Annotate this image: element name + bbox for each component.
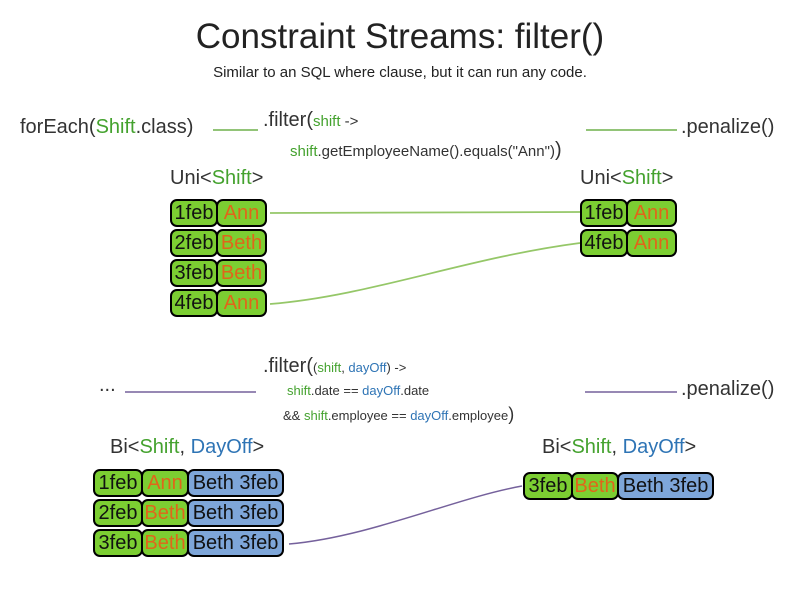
shift-date-cell: 3feb — [93, 529, 143, 557]
code-filter-mid-line2: shift.date == dayOff.date — [287, 383, 429, 398]
shift-employee-cell: Beth — [141, 529, 189, 557]
filter-open: .filter( — [263, 109, 313, 131]
bi-type-shift: Shift — [571, 436, 612, 458]
shift-date-cell: 3feb — [170, 259, 218, 287]
code-filter-top-line2: shift.getEmployeeName().equals("Ann")) — [290, 139, 562, 162]
filter-body-rest: .getEmployeeName().equals("Ann") — [317, 143, 555, 160]
bi-type-dayoff: DayOff — [622, 436, 685, 458]
cond1-var-dayoff: dayOff — [362, 383, 401, 398]
shift-date-cell: 4feb — [170, 289, 218, 317]
shift-employee-cell: Ann — [216, 199, 267, 227]
filter-close-paren: ) — [554, 139, 562, 161]
shift-date-cell: 1feb — [580, 199, 628, 227]
connector-row-4feb — [269, 242, 581, 305]
shift-employee-cell: Ann — [141, 469, 189, 497]
code-foreach: forEach(Shift.class) — [20, 116, 193, 139]
table-bi-source: 1feb Ann Beth 3feb 2feb Beth Beth 3feb 3… — [93, 469, 284, 559]
dayoff-cell: Beth 3feb — [187, 529, 284, 557]
table-uni-shift-filtered: 1feb Ann 4feb Ann — [580, 199, 677, 259]
code-filter-top-line1: .filter(shift -> — [263, 109, 358, 132]
code-ellipsis: ... — [99, 374, 116, 396]
foreach-type: Shift — [95, 116, 136, 138]
shift-employee-cell: Beth — [571, 472, 619, 500]
label-bi-right: Bi<Shift, DayOff> — [542, 436, 696, 459]
table-row: 3feb Beth Beth 3feb — [93, 529, 284, 557]
table-uni-shift-source: 1feb Ann 2feb Beth 3feb Beth 4feb Ann — [170, 199, 267, 319]
uni-open: Uni< — [580, 167, 622, 189]
filter-arrow: -> — [340, 113, 359, 130]
label-uni-left: Uni<Shift> — [170, 167, 263, 190]
filter-open: .filter( — [263, 355, 313, 377]
table-bi-filtered: 3feb Beth Beth 3feb — [523, 472, 714, 502]
shift-employee-cell: Ann — [626, 199, 677, 227]
filter-body-var: shift — [290, 143, 318, 160]
table-row: 1feb Ann — [170, 199, 267, 227]
uni-type: Shift — [211, 167, 252, 189]
bi-open: Bi< — [110, 436, 140, 458]
cond1-var-shift: shift — [287, 383, 311, 398]
bi-close: > — [252, 436, 265, 458]
table-row: 4feb Ann — [170, 289, 267, 317]
slide-subtitle: Similar to an SQL where clause, but it c… — [213, 64, 587, 81]
cond1-end: .date — [400, 383, 430, 398]
paren-open: ( — [313, 360, 318, 375]
table-row: 3feb Beth Beth 3feb — [523, 472, 714, 500]
bi-open: Bi< — [542, 436, 572, 458]
bi-separator: , — [611, 436, 623, 458]
table-row: 3feb Beth — [170, 259, 267, 287]
slide-title: Constraint Streams: filter() — [195, 17, 605, 56]
foreach-close: .class) — [135, 116, 194, 138]
cond1-operator: .date == — [310, 383, 363, 398]
shift-date-cell: 1feb — [93, 469, 143, 497]
table-row: 4feb Ann — [580, 229, 677, 257]
table-row: 2feb Beth Beth 3feb — [93, 499, 284, 527]
shift-date-cell: 2feb — [170, 229, 218, 257]
shift-date-cell: 1feb — [170, 199, 218, 227]
shift-date-cell: 2feb — [93, 499, 143, 527]
table-row: 2feb Beth — [170, 229, 267, 257]
label-uni-right: Uni<Shift> — [580, 167, 673, 190]
shift-employee-cell: Ann — [626, 229, 677, 257]
filter-close-paren: ) — [508, 404, 515, 424]
connector-row-3feb-pair — [288, 485, 523, 545]
bi-close: > — [684, 436, 697, 458]
cond2-end: .employee — [448, 408, 509, 423]
shift-employee-cell: Beth — [216, 229, 267, 257]
uni-close: > — [661, 167, 674, 189]
uni-open: Uni< — [170, 167, 212, 189]
shift-employee-cell: Beth — [141, 499, 189, 527]
code-filter-mid-line1: .filter((shift, dayOff) -> — [263, 355, 406, 378]
bi-type-shift: Shift — [139, 436, 180, 458]
dayoff-cell: Beth 3feb — [187, 469, 284, 497]
label-bi-left: Bi<Shift, DayOff> — [110, 436, 264, 459]
param-separator: , — [341, 360, 349, 375]
table-row: 1feb Ann — [580, 199, 677, 227]
uni-type: Shift — [621, 167, 662, 189]
cond2-and: && — [283, 408, 304, 423]
foreach-open: forEach( — [20, 116, 96, 138]
filter-param-shift: shift — [317, 360, 342, 375]
code-penalize-mid: .penalize() — [681, 378, 775, 400]
bi-separator: , — [179, 436, 191, 458]
shift-date-cell: 3feb — [523, 472, 573, 500]
bi-type-dayoff: DayOff — [190, 436, 253, 458]
dayoff-cell: Beth 3feb — [187, 499, 284, 527]
filter-param: shift — [313, 113, 341, 130]
uni-close: > — [251, 167, 264, 189]
shift-date-cell: 4feb — [580, 229, 628, 257]
connector-row-1feb — [269, 211, 581, 214]
dayoff-cell: Beth 3feb — [617, 472, 714, 500]
params-close-arrow: ) -> — [386, 360, 407, 375]
cond2-var-dayoff: dayOff — [410, 408, 449, 423]
filter-param-dayoff: dayOff — [348, 360, 387, 375]
cond2-operator: .employee == — [327, 408, 411, 423]
table-row: 1feb Ann Beth 3feb — [93, 469, 284, 497]
code-filter-mid-line3: && shift.employee == dayOff.employee) — [283, 404, 514, 425]
code-penalize-top: .penalize() — [681, 116, 775, 138]
shift-employee-cell: Ann — [216, 289, 267, 317]
cond2-var-shift: shift — [303, 408, 328, 423]
shift-employee-cell: Beth — [216, 259, 267, 287]
